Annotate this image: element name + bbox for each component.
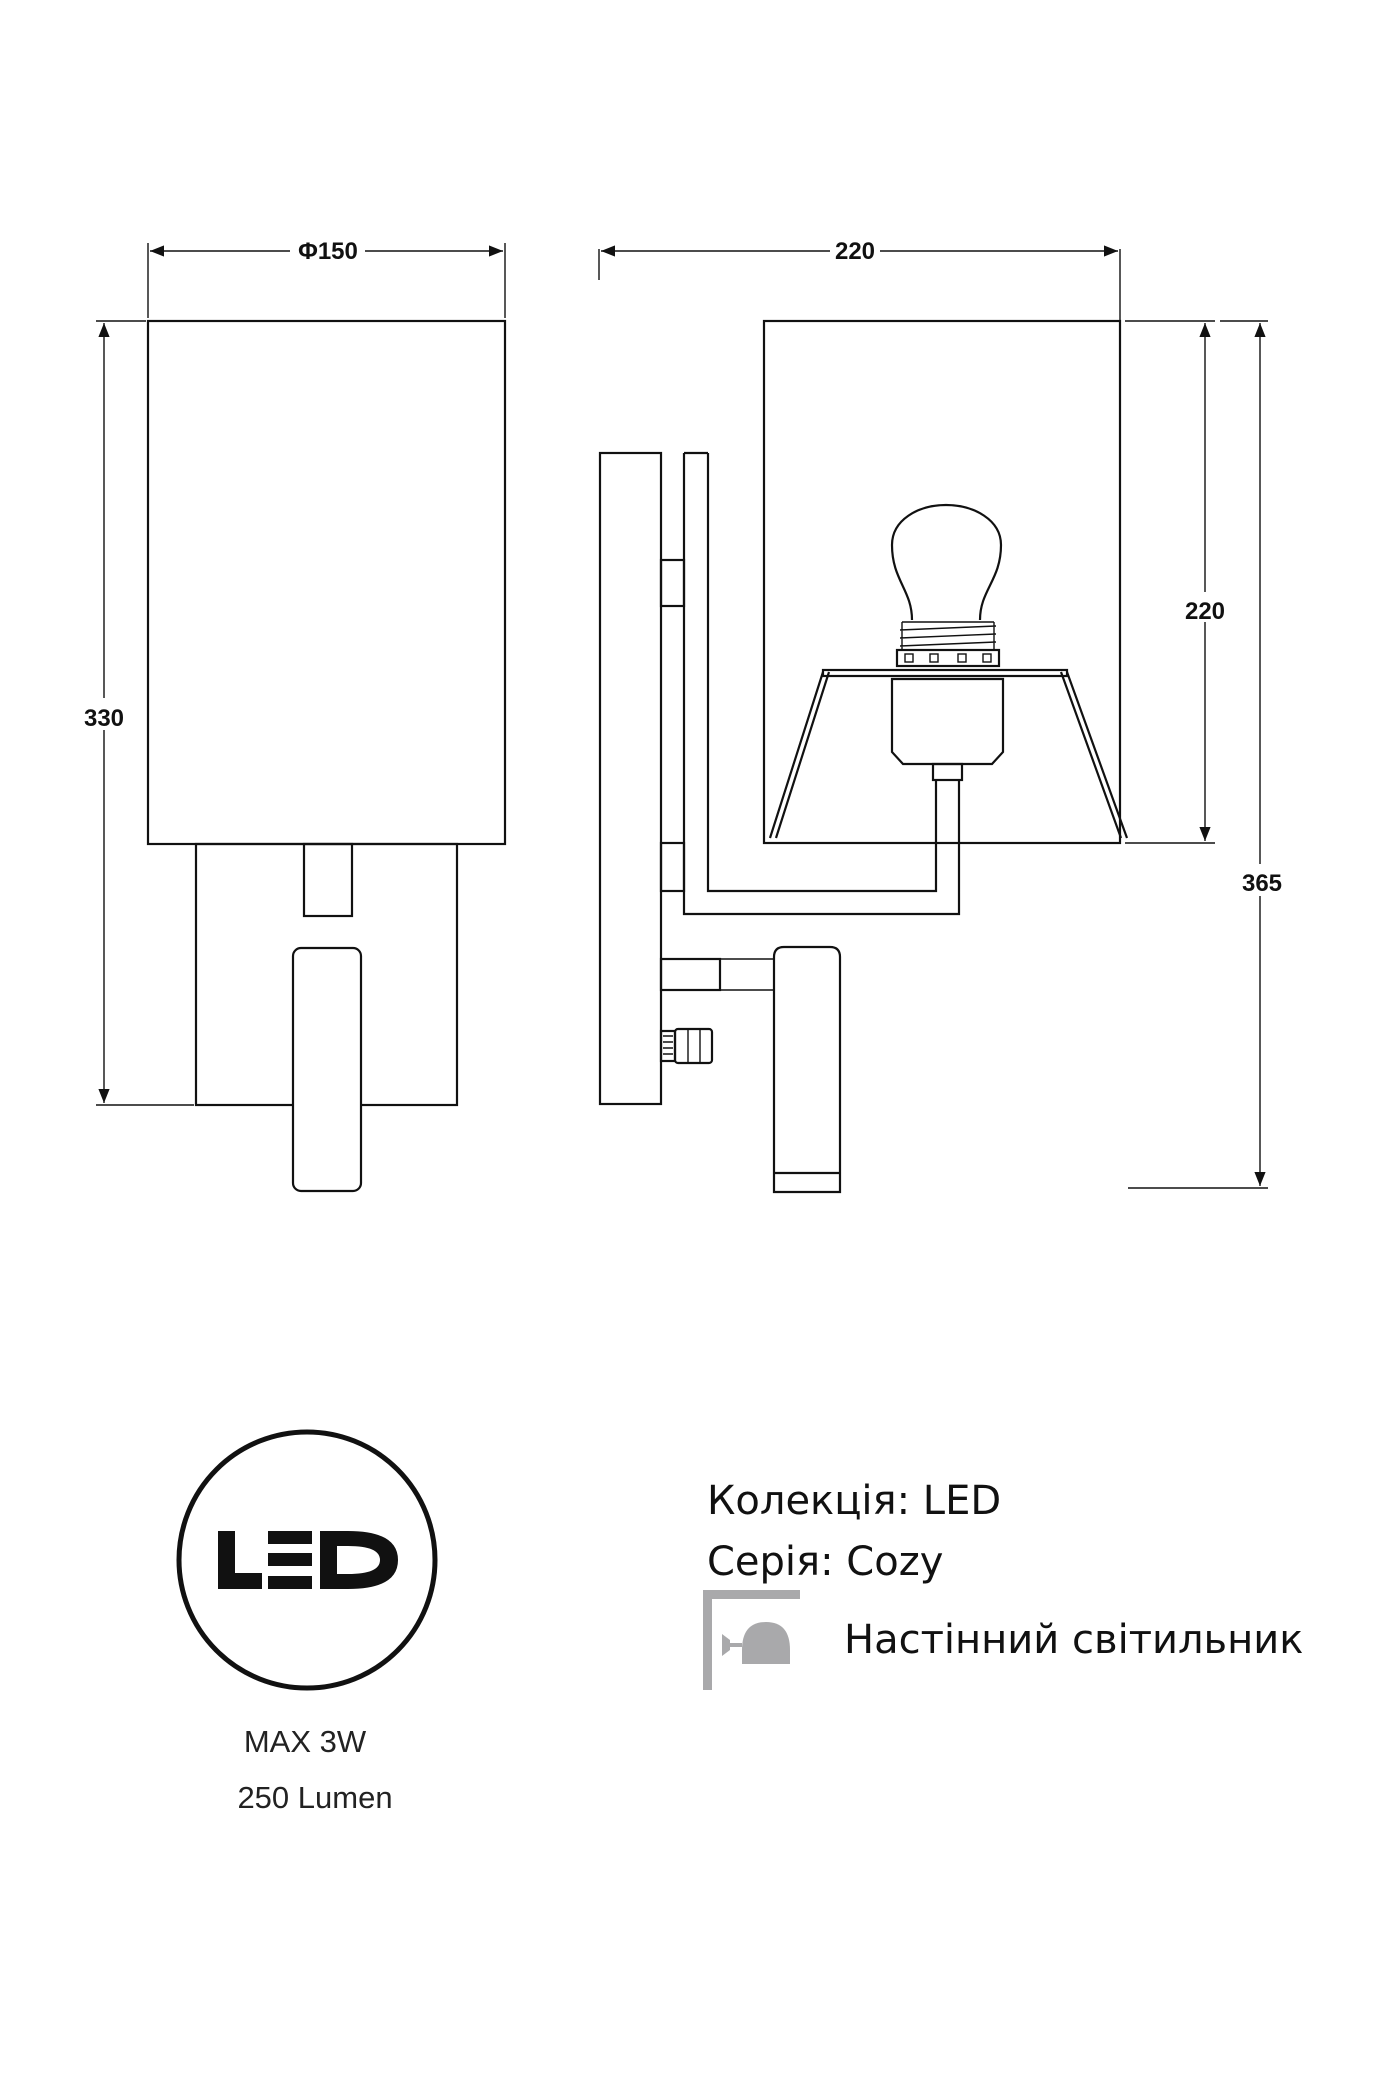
wall-lamp-icon <box>703 1590 800 1690</box>
led-logo <box>218 1531 398 1589</box>
bulb-thread <box>899 621 997 650</box>
side-view: 220 220 36 <box>598 238 1282 1194</box>
reading-light-connector <box>659 957 722 992</box>
led-badge: MAX 3W 250 Lumen <box>176 1429 438 1815</box>
product-type: Настінний світильник <box>844 1617 1303 1663</box>
side-shade <box>762 319 1122 845</box>
dim-side-width: 220 <box>835 238 875 265</box>
bulb-icon <box>890 503 1003 621</box>
spacer-bottom <box>659 841 686 893</box>
side-reading-light <box>772 945 842 1194</box>
front-shade <box>146 319 507 846</box>
product-info: Колекція: LED Серія: Cozy Настінний світ… <box>703 1478 1303 1690</box>
bulb-collar <box>895 648 1001 668</box>
front-arm <box>302 842 354 918</box>
front-view: Φ150 330 <box>84 238 507 1193</box>
dim-front-height: 330 <box>84 705 124 732</box>
side-wall-plate <box>598 451 663 1106</box>
socket <box>890 677 1005 766</box>
front-reading-light <box>291 946 363 1193</box>
shade-frame <box>768 671 1129 839</box>
dim-front-width: Φ150 <box>298 238 358 265</box>
dim-shade-height: 220 <box>1185 598 1225 625</box>
socket-stem <box>931 762 964 782</box>
led-logo-circle <box>176 1429 438 1691</box>
lumen: 250 Lumen <box>237 1780 392 1815</box>
spacer-top <box>659 558 686 608</box>
series-label: Серія: Cozy <box>707 1539 943 1585</box>
shade-plate <box>821 668 1069 678</box>
switch-knob <box>659 1027 714 1065</box>
collection-label: Колекція: LED <box>707 1478 1001 1524</box>
max-power: MAX 3W <box>244 1724 367 1759</box>
side-arm <box>682 451 961 916</box>
dim-total-height: 365 <box>1242 870 1282 897</box>
